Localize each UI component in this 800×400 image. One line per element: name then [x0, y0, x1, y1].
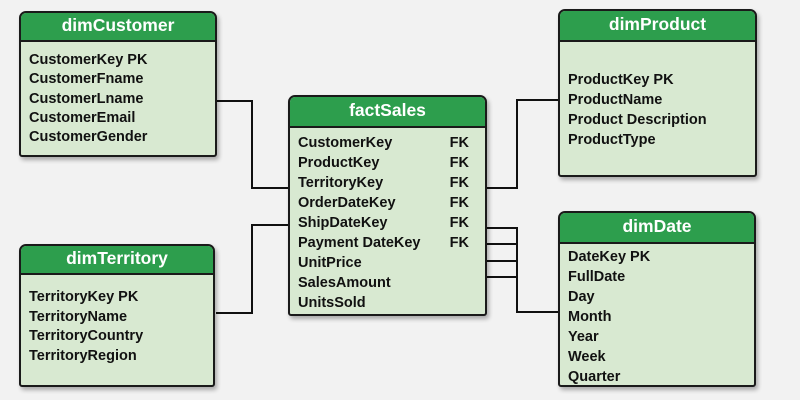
field-row: UnitsSold [298, 293, 469, 313]
field-key: FK [449, 215, 469, 231]
field-name: CustomerKey PK [29, 52, 148, 68]
field-row: UnitPrice [298, 253, 469, 273]
table-title-factSales: factSales [290, 97, 485, 128]
field-row: Product Description [568, 110, 739, 130]
field-row: CustomerKey PK [29, 51, 199, 70]
field-row: CustomerLname [29, 90, 199, 109]
field-key: FK [449, 135, 469, 151]
field-name: ProductKey [298, 155, 380, 171]
table-title-dimTerritory: dimTerritory [21, 246, 213, 275]
field-row: Day [568, 287, 738, 307]
field-name: Week [568, 349, 606, 365]
table-title-dimDate: dimDate [560, 213, 754, 244]
field-name: Year [568, 329, 599, 345]
field-key: FK [449, 175, 469, 191]
field-name: Product Description [568, 112, 707, 128]
field-name: TerritoryRegion [29, 347, 137, 364]
field-row: Month [568, 307, 738, 327]
field-name: ProductType [568, 132, 656, 148]
field-name: TerritoryCountry [29, 328, 144, 345]
field-name: ShipDateKey [298, 215, 388, 231]
table-title-dimCustomer: dimCustomer [21, 13, 215, 42]
field-name: ProductName [568, 92, 663, 108]
field-row: SalesAmount [298, 273, 469, 293]
field-row: DateKey PK [568, 247, 738, 267]
table-dimProduct: dimProduct ProductKey PK ProductName Pro… [558, 9, 757, 177]
connector-dimCustomer-factSales [216, 100, 289, 189]
table-fields-dimDate: DateKey PK FullDate Day Month Year Week … [560, 244, 754, 387]
field-row: Week [568, 347, 738, 367]
field-name: UnitPrice [298, 255, 362, 271]
field-name: Day [568, 289, 595, 305]
field-row: TerritoryRegion [29, 347, 197, 367]
field-row: TerritoryKey FK [298, 173, 469, 193]
field-key: FK [449, 155, 469, 171]
field-name: CustomerKey [298, 135, 393, 151]
connector-factSales-dimProduct [486, 99, 559, 189]
field-key: FK [449, 195, 469, 211]
table-dimCustomer: dimCustomer CustomerKey PK CustomerFname… [19, 11, 217, 157]
table-fields-dimProduct: ProductKey PK ProductName Product Descri… [560, 42, 755, 150]
field-row: ShipDateKey FK [298, 213, 469, 233]
field-name: CustomerFname [29, 71, 144, 88]
table-dimTerritory: dimTerritory TerritoryKey PK TerritoryNa… [19, 244, 215, 387]
field-row: ProductKey PK [568, 70, 739, 90]
field-name: SalesAmount [298, 275, 391, 291]
field-name: TerritoryName [29, 308, 128, 325]
field-name: UnitsSold [298, 295, 366, 311]
field-row: OrderDateKey FK [298, 193, 469, 213]
field-row: ProductKey FK [298, 153, 469, 173]
field-name: Quarter [568, 369, 621, 385]
field-row: FullDate [568, 267, 738, 287]
table-dimDate: dimDate DateKey PK FullDate Day Month Ye… [558, 211, 756, 387]
field-name: CustomerLname [29, 90, 144, 107]
field-key: FK [449, 235, 469, 251]
field-row: ProductType [568, 130, 739, 150]
table-title-dimProduct: dimProduct [560, 11, 755, 42]
field-row: Year [568, 327, 738, 347]
field-row: ProductName [568, 90, 739, 110]
table-fields-dimTerritory: TerritoryKey PK TerritoryName TerritoryC… [21, 275, 213, 366]
field-name: DateKey PK [568, 249, 651, 265]
field-name: OrderDateKey [298, 195, 396, 211]
field-row: Payment DateKey FK [298, 233, 469, 253]
field-name: TerritoryKey [298, 175, 384, 191]
field-row: TerritoryKey PK [29, 288, 197, 308]
field-name: TerritoryKey PK [29, 289, 139, 305]
field-name: CustomerEmail [29, 109, 136, 126]
connector-factSales-dimDate [516, 227, 559, 313]
field-row: TerritoryName [29, 308, 197, 328]
field-row: TerritoryCountry [29, 327, 197, 347]
field-name: ProductKey PK [568, 72, 674, 88]
table-fields-dimCustomer: CustomerKey PK CustomerFname CustomerLna… [21, 42, 215, 147]
field-name: Payment DateKey [298, 235, 421, 251]
field-row: CustomerGender [29, 128, 199, 147]
field-row: CustomerEmail [29, 109, 199, 128]
field-name: FullDate [568, 269, 626, 285]
field-row: Quarter [568, 367, 738, 387]
field-name: CustomerGender [29, 129, 148, 146]
field-row: CustomerKey FK [298, 133, 469, 153]
connector-factSales-dimTerritory [216, 224, 289, 314]
field-name: Month [568, 309, 612, 325]
field-row: CustomerFname [29, 70, 199, 89]
